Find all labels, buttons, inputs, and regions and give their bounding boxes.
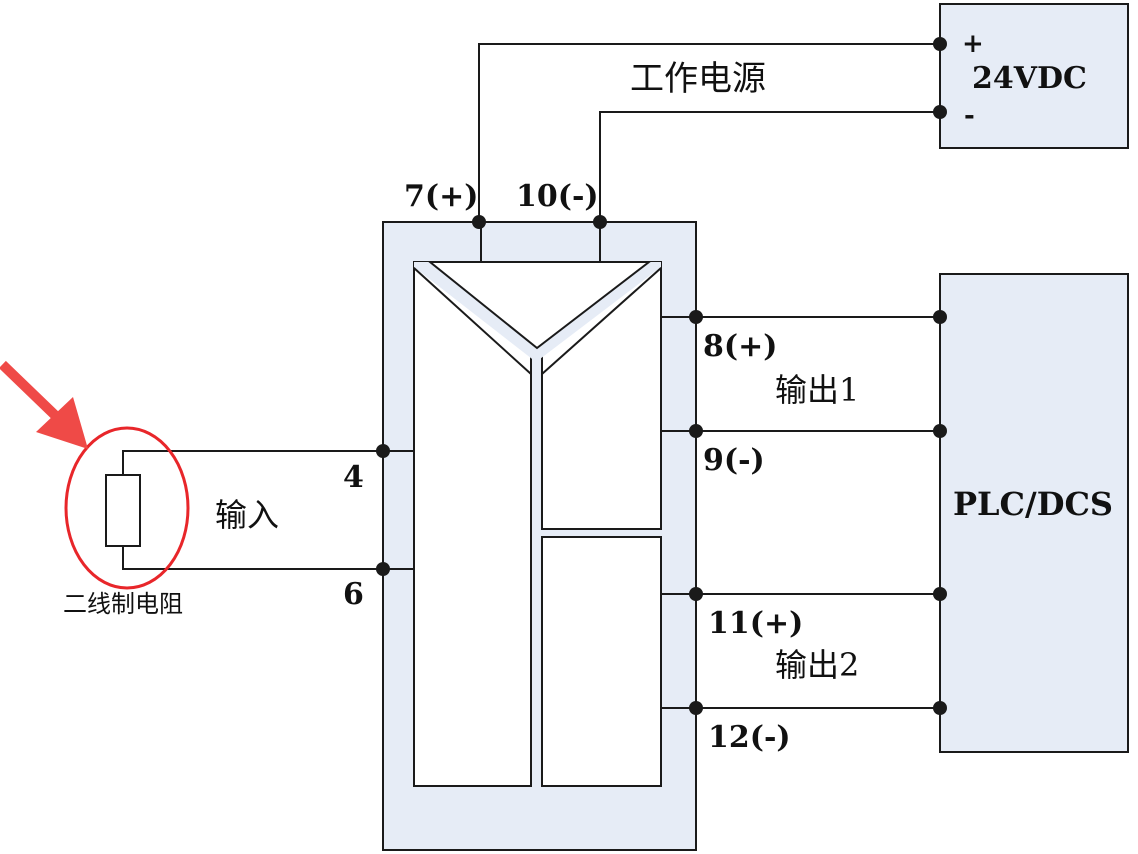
terminal-9-dot	[689, 424, 703, 438]
splitter-right-edge	[541, 267, 662, 375]
supply-plus-sign: +	[962, 29, 984, 59]
terminal-9-label: 9(-)	[703, 443, 765, 478]
power-supply-box	[939, 3, 1129, 149]
input-caption: 输入	[215, 496, 279, 534]
plc-dcs-box	[939, 273, 1129, 753]
terminal-8-label: 8(+)	[703, 329, 777, 364]
terminal-11-dot	[689, 587, 703, 601]
supply-positive-terminal	[933, 37, 947, 51]
terminal-4-dot	[376, 444, 390, 458]
supply-voltage-label: 24VDC	[972, 61, 1087, 96]
splitter-left-edge	[413, 267, 532, 375]
plc-out1-negative-dot	[933, 424, 947, 438]
wire-input-top	[122, 450, 414, 475]
terminal-4-label: 4	[343, 460, 364, 495]
terminal-12-label: 12(-)	[708, 720, 791, 755]
terminal-7-dot	[472, 215, 486, 229]
terminal-12-dot	[689, 701, 703, 715]
terminal-10-dot	[593, 215, 607, 229]
terminal-10-label: 10(-)	[516, 179, 599, 214]
plc-dcs-label: PLC/DCS	[953, 485, 1113, 523]
splitter-triangle	[427, 261, 652, 350]
supply-minus-sign: -	[964, 101, 975, 131]
terminal-11-label: 11(+)	[708, 606, 803, 641]
terminal-6-dot	[376, 562, 390, 576]
input-section	[413, 261, 532, 787]
plc-out2-negative-dot	[933, 701, 947, 715]
plc-out1-positive-dot	[933, 310, 947, 324]
terminal-6-label: 6	[343, 577, 364, 612]
supply-negative-terminal	[933, 105, 947, 119]
power-caption: 工作电源	[630, 59, 766, 99]
wire-power-positive	[478, 43, 940, 222]
highlight-circle	[64, 426, 190, 590]
sensor-label: 二线制电阻	[63, 590, 183, 618]
pointer-arrow-icon	[0, 360, 88, 449]
output2-caption: 输出2	[775, 646, 859, 684]
output2-section	[541, 536, 662, 787]
resistor-symbol	[105, 474, 141, 547]
output1-caption: 输出1	[775, 371, 859, 409]
wire-power-negative	[599, 111, 940, 222]
terminal-8-dot	[689, 310, 703, 324]
plc-out2-positive-dot	[933, 587, 947, 601]
terminal-7-label: 7(+)	[404, 179, 478, 214]
wire-input-bottom	[122, 546, 414, 570]
